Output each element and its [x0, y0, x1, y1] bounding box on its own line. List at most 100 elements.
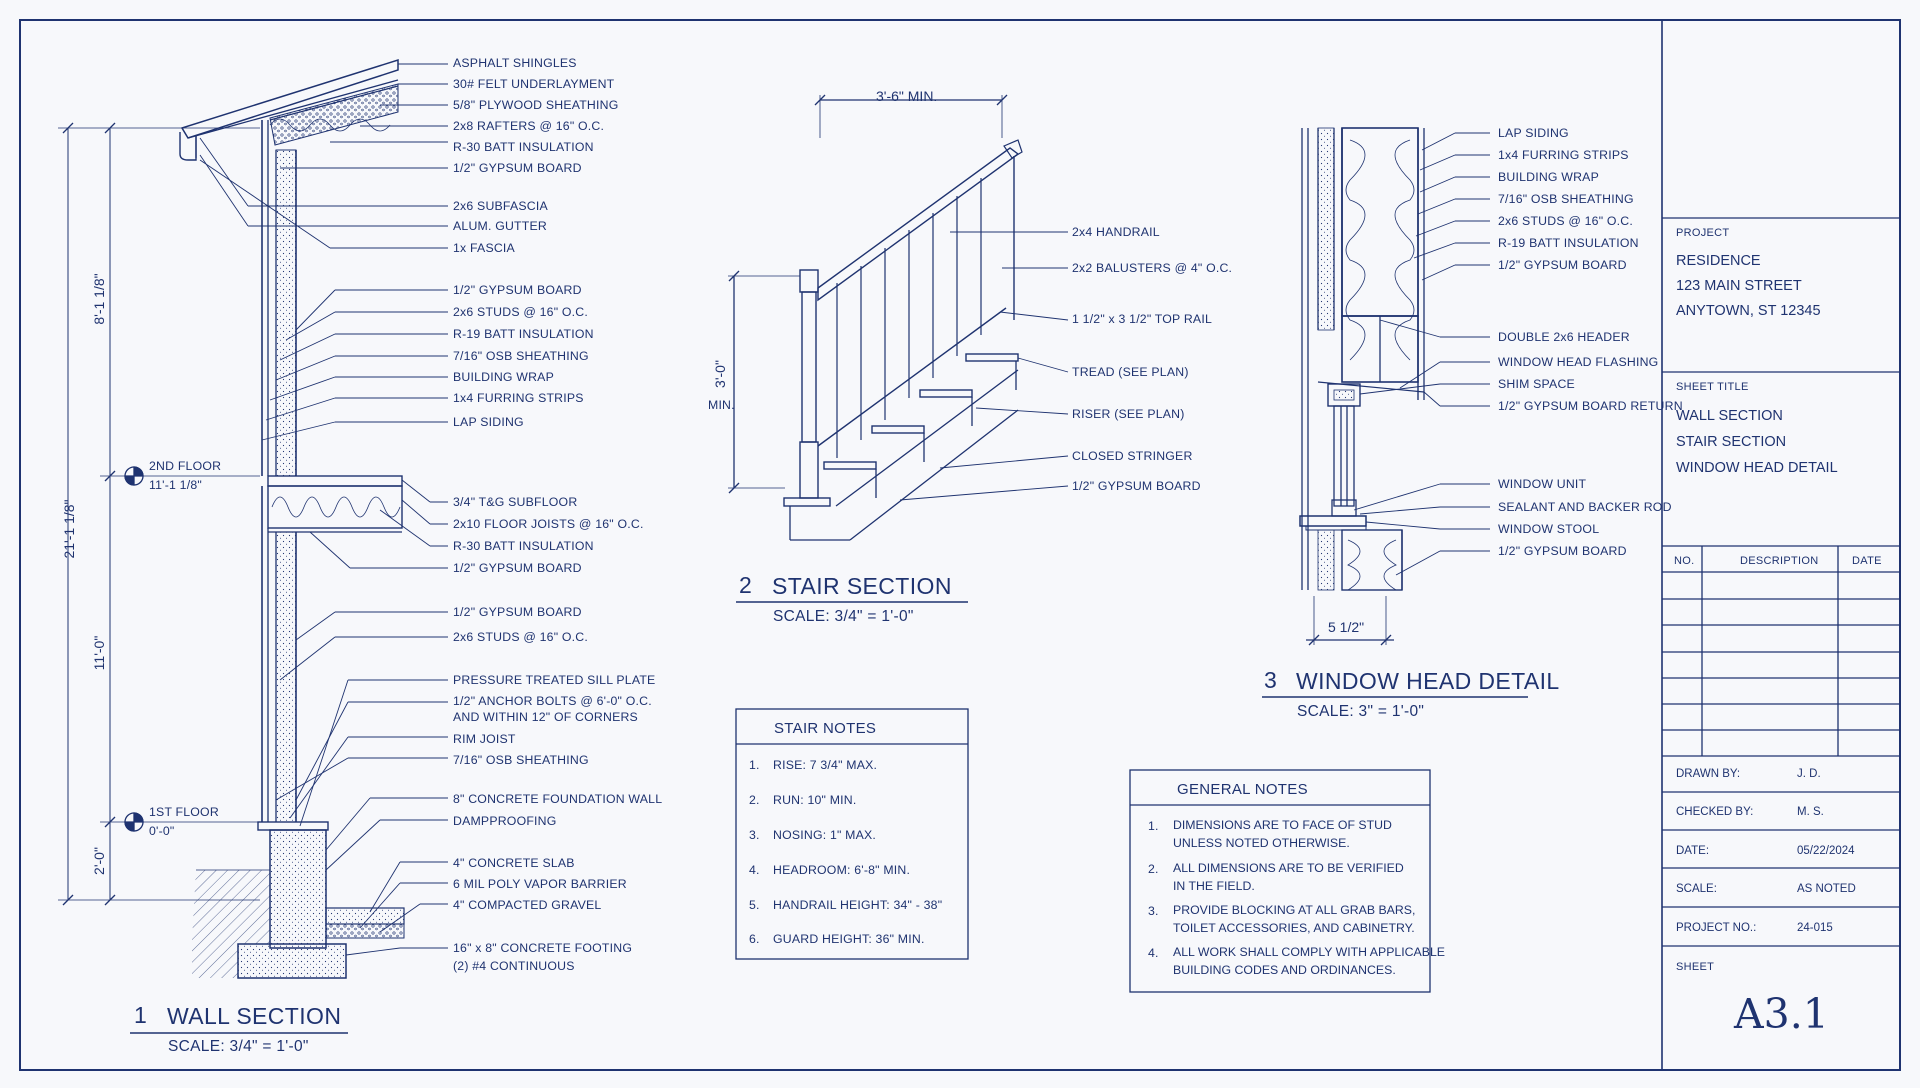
window-label-osb: 7/16" OSB SHEATHING: [1498, 192, 1634, 206]
project-line: 123 MAIN STREET: [1676, 278, 1802, 294]
wall-label-felt: 30# FELT UNDERLAYMENT: [453, 77, 615, 91]
wall-label-anchor-bolts-2: AND WITHIN 12" OF CORNERS: [453, 710, 638, 724]
revision-header-date: DATE: [1852, 555, 1882, 567]
wall-label-osb-lower: 7/16" OSB SHEATHING: [453, 753, 589, 767]
wall-label-gyp-ceiling: 1/2" GYPSUM BOARD: [453, 161, 582, 175]
stair-note-text: HEADROOM: 6'-8" MIN.: [773, 863, 911, 877]
stair-dim-side: 3'-0": [712, 360, 728, 388]
stair-note-number: 4.: [749, 863, 760, 877]
stair-note-text: RISE: 7 3/4" MAX.: [773, 758, 878, 772]
sheet-number: A3.1: [1734, 990, 1829, 1038]
stair-note-text: NOSING: 1" MAX.: [773, 828, 877, 842]
stair-note-number: 2.: [749, 793, 760, 807]
general-note-line: BUILDING CODES AND ORDINANCES.: [1173, 963, 1396, 977]
stair-label-handrail: 2x4 HANDRAIL: [1072, 225, 1160, 239]
revision-header-no: NO.: [1674, 555, 1695, 567]
project-label: PROJECT: [1676, 227, 1730, 239]
window-dim-bottom: 5 1/2": [1328, 619, 1365, 635]
wall-label-plywood: 5/8" PLYWOOD SHEATHING: [453, 98, 619, 112]
wall-label-gravel: 4" COMPACTED GRAVEL: [453, 898, 602, 912]
general-note-line: ALL DIMENSIONS ARE TO BE VERIFIED: [1173, 861, 1404, 875]
window-label-shim: SHIM SPACE: [1498, 377, 1575, 391]
field-value-date: 05/22/2024: [1797, 845, 1855, 857]
wall-label-rafters: 2x8 RAFTERS @ 16" O.C.: [453, 119, 605, 133]
stair-label-stringer: CLOSED STRINGER: [1072, 449, 1193, 463]
stair-note-text: HANDRAIL HEIGHT: 34" - 38": [773, 898, 943, 912]
stair-note-number: 5.: [749, 898, 760, 912]
level-elev-1st-floor: 0'-0": [149, 824, 175, 838]
window-label-gyp-lower: 1/2" GYPSUM BOARD: [1498, 544, 1627, 558]
wall-label-joists: 2x10 FLOOR JOISTS @ 16" O.C.: [453, 517, 644, 531]
general-note-number: 3.: [1148, 904, 1159, 918]
stair-label-top-rail: 1 1/2" x 3 1/2" TOP RAIL: [1072, 312, 1212, 326]
wall-label-vapor: 6 MIL POLY VAPOR BARRIER: [453, 877, 627, 891]
dim-upper-height: 8'-1 1/8": [91, 273, 107, 325]
project-line: ANYTOWN, ST 12345: [1676, 303, 1821, 319]
wall-section-number: 1: [134, 1002, 147, 1028]
general-note-number: 4.: [1148, 946, 1159, 960]
general-note-line: ALL WORK SHALL COMPLY WITH APPLICABLE: [1173, 945, 1445, 959]
window-label-sealant: SEALANT AND BACKER ROD: [1498, 500, 1672, 514]
general-note-line: TOILET ACCESSORIES, AND CABINETRY.: [1173, 921, 1415, 935]
wall-label-slab: 4" CONCRETE SLAB: [453, 856, 575, 870]
field-label-checked-by: CHECKED BY:: [1676, 806, 1754, 818]
stair-label-tread: TREAD (SEE PLAN): [1072, 365, 1189, 379]
sheet-label: SHEET: [1676, 961, 1715, 973]
project-line: RESIDENCE: [1676, 253, 1761, 269]
stair-label-balusters: 2x2 BALUSTERS @ 4" O.C.: [1072, 261, 1233, 275]
stair-section-title: STAIR SECTION: [772, 573, 952, 599]
window-detail-number: 3: [1264, 667, 1277, 693]
wall-label-gyp-floor: 1/2" GYPSUM BOARD: [453, 561, 582, 575]
window-label-studs: 2x6 STUDS @ 16" O.C.: [1498, 214, 1633, 228]
window-label-header: DOUBLE 2x6 HEADER: [1498, 330, 1630, 344]
window-label-gyp-return: 1/2" GYPSUM BOARD RETURN: [1498, 399, 1683, 413]
stair-note-number: 6.: [749, 932, 760, 946]
stair-dim-side-min: MIN.: [708, 398, 735, 412]
general-note-line: IN THE FIELD.: [1173, 879, 1255, 893]
stair-note-text: RUN: 10" MIN.: [773, 793, 857, 807]
level-name-2nd-floor: 2ND FLOOR: [149, 459, 222, 473]
wall-label-rebar: (2) #4 CONTINUOUS: [453, 959, 575, 973]
window-detail-title: WINDOW HEAD DETAIL: [1296, 668, 1560, 694]
wall-label-anchor-bolts: 1/2" ANCHOR BOLTS @ 6'-0" O.C.: [453, 694, 652, 708]
general-notes-title: GENERAL NOTES: [1177, 781, 1308, 798]
wall-label-r30-floor: R-30 BATT INSULATION: [453, 539, 594, 553]
sheet-title-label: SHEET TITLE: [1676, 381, 1749, 393]
window-label-r19: R-19 BATT INSULATION: [1498, 236, 1639, 250]
field-value-scale: AS NOTED: [1797, 883, 1856, 895]
revision-header-description: DESCRIPTION: [1740, 555, 1819, 567]
wall-label-rim-joist: RIM JOIST: [453, 732, 516, 746]
wall-label-gyp-upper: 1/2" GYPSUM BOARD: [453, 283, 582, 297]
level-name-1st-floor: 1ST FLOOR: [149, 805, 219, 819]
wall-label-osb-upper: 7/16" OSB SHEATHING: [453, 349, 589, 363]
wall-label-gyp-lower: 1/2" GYPSUM BOARD: [453, 605, 582, 619]
wall-label-asphalt-shingles: ASPHALT SHINGLES: [453, 56, 577, 70]
wall-label-studs-upper: 2x6 STUDS @ 16" O.C.: [453, 305, 588, 319]
window-label-wrap: BUILDING WRAP: [1498, 170, 1599, 184]
dim-lower-height: 2'-0": [91, 847, 107, 875]
field-label-drawn-by: DRAWN BY:: [1676, 768, 1741, 780]
field-value-checked-by: M. S.: [1797, 806, 1824, 818]
general-note-number: 1.: [1148, 819, 1159, 833]
stair-section-scale: SCALE: 3/4" = 1'-0": [773, 608, 914, 625]
wall-label-fascia: 1x FASCIA: [453, 241, 515, 255]
wall-label-wrap: BUILDING WRAP: [453, 370, 554, 384]
wall-label-gutter: ALUM. GUTTER: [453, 219, 547, 233]
dim-middle-height: 11'-0": [91, 635, 107, 671]
stair-notes-title: STAIR NOTES: [774, 720, 877, 737]
wall-label-foundation: 8" CONCRETE FOUNDATION WALL: [453, 792, 663, 806]
wall-label-lap-siding: LAP SIDING: [453, 415, 524, 429]
window-label-gyp-upper: 1/2" GYPSUM BOARD: [1498, 258, 1627, 272]
field-label-date: DATE:: [1676, 845, 1710, 857]
wall-section-title: WALL SECTION: [167, 1003, 342, 1029]
stair-label-riser: RISER (SEE PLAN): [1072, 407, 1185, 421]
window-label-stool: WINDOW STOOL: [1498, 522, 1600, 536]
sheet-title-line: STAIR SECTION: [1676, 434, 1787, 450]
wall-label-dampproofing: DAMPPROOFING: [453, 814, 557, 828]
window-label-flashing: WINDOW HEAD FLASHING: [1498, 355, 1659, 369]
wall-label-studs-lower: 2x6 STUDS @ 16" O.C.: [453, 630, 588, 644]
wall-label-r19: R-19 BATT INSULATION: [453, 327, 594, 341]
stair-section-number: 2: [739, 572, 752, 598]
